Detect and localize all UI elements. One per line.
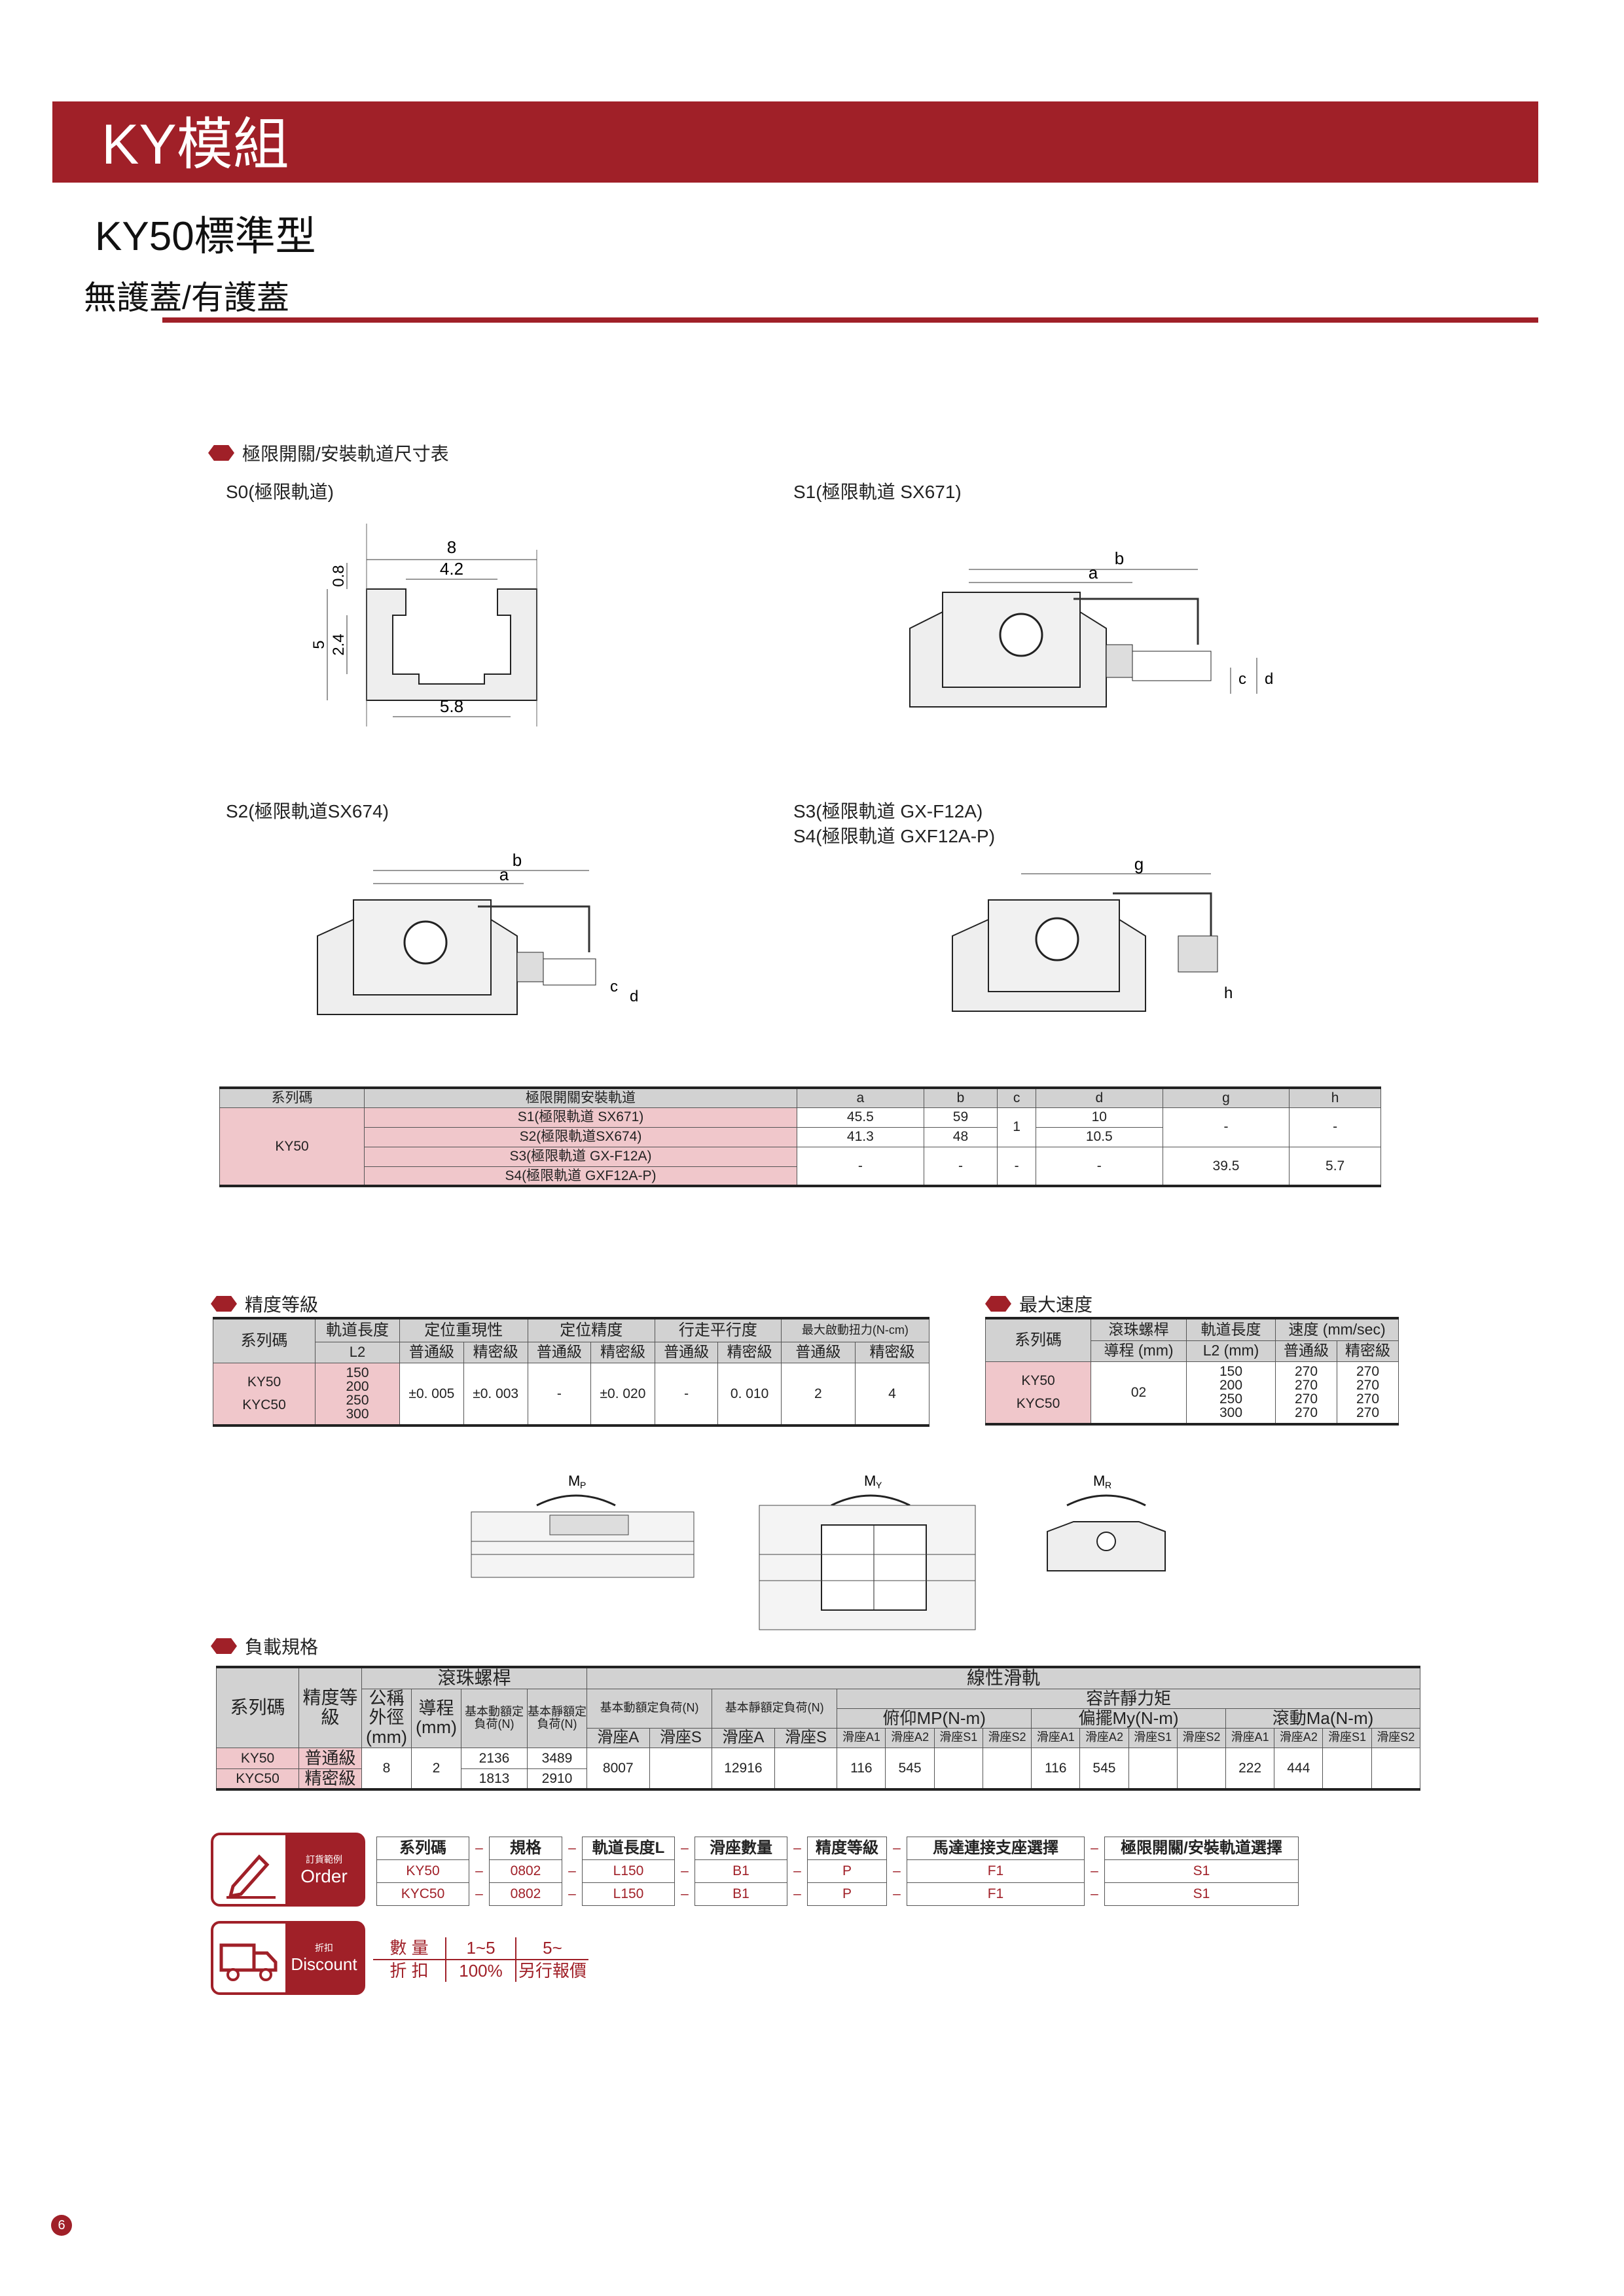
s3-label: S3(極限軌道 GX-F12A) <box>793 801 983 821</box>
svg-text:M: M <box>1093 1473 1105 1489</box>
svg-text:5: 5 <box>310 640 328 649</box>
hexagon-icon <box>211 1638 237 1654</box>
svg-text:g: g <box>1134 854 1144 874</box>
pencil-icon <box>226 1854 276 1899</box>
svg-text:c: c <box>610 978 618 996</box>
svg-text:d: d <box>1265 670 1273 688</box>
s2-label: S2(極限軌道SX674) <box>226 801 389 821</box>
rail-dimension-table: 系列碼 極限開關安裝軌道 a b c d g h KY50 S1(極限軌道 SX… <box>219 1086 1381 1187</box>
hexagon-icon <box>211 1296 237 1312</box>
rail-series-cell: KY50 <box>219 1107 365 1187</box>
svg-text:d: d <box>630 988 638 1005</box>
s0-label: S0(極限軌道) <box>226 482 334 502</box>
svg-text:b: b <box>1115 548 1124 568</box>
accuracy-table: 系列碼 軌道長度 定位重現性 定位精度 行走平行度 最大啟動扭力(N-cm) L… <box>213 1317 930 1427</box>
hexagon-icon <box>208 445 234 461</box>
svg-text:8: 8 <box>447 537 456 557</box>
s2-rail-drawing: b a c d <box>317 850 638 1015</box>
rail-section-title: 極限開關/安裝軌道尺寸表 <box>208 440 449 466</box>
title-banner: KY模組 <box>52 101 1538 183</box>
svg-text:5.8: 5.8 <box>440 696 463 716</box>
svg-text:P: P <box>580 1480 586 1490</box>
accuracy-section-title: 精度等級 <box>211 1291 318 1317</box>
svg-text:a: a <box>499 865 509 884</box>
svg-text:a: a <box>1089 563 1098 583</box>
hexagon-icon <box>985 1296 1011 1312</box>
load-table: 系列碼 精度等級 滾珠螺桿 線性滑軌 公稱外徑(mm) 導程(mm) 基本動額定… <box>216 1665 1421 1791</box>
load-section-title: 負載規格 <box>211 1633 318 1659</box>
svg-text:c: c <box>1238 670 1246 688</box>
s1-label: S1(極限軌道 SX671) <box>793 482 962 502</box>
order-example-table: 系列碼– 規格– 軌道長度L– 滑座數量– 精度等級– 馬達連接支座選擇– 極限… <box>376 1837 1299 1906</box>
s4-label: S4(極限軌道 GXF12A-P) <box>793 826 996 846</box>
header-divider <box>162 317 1538 323</box>
svg-text:M: M <box>864 1473 876 1489</box>
svg-text:h: h <box>1224 984 1233 1002</box>
s1-rail-drawing: b a c d <box>909 548 1273 708</box>
page-number: 6 <box>51 2215 72 2236</box>
page-title: KY模組 <box>101 113 289 176</box>
s0-rail-drawing: 8 4.2 5.8 0.8 2.4 5 <box>310 524 537 726</box>
speed-table: 系列碼 滾珠螺桿 軌道長度 速度 (mm/sec) 導程 (mm) L2 (mm… <box>985 1317 1399 1426</box>
svg-text:2.4: 2.4 <box>330 634 348 655</box>
svg-text:b: b <box>513 850 522 870</box>
svg-text:0.8: 0.8 <box>330 565 348 586</box>
variant-title: 無護蓋/有護蓋 <box>84 279 289 316</box>
svg-text:M: M <box>568 1473 580 1489</box>
speed-section-title: 最大速度 <box>985 1291 1092 1317</box>
svg-text:Y: Y <box>876 1480 882 1490</box>
discount-table: 數 量 1~5 5~ 折 扣 100% 另行報價 <box>373 1937 588 1982</box>
s3-rail-drawing: g h <box>952 854 1233 1012</box>
svg-text:R: R <box>1105 1480 1111 1490</box>
model-title: KY50標準型 <box>95 214 316 259</box>
svg-text:4.2: 4.2 <box>440 559 463 579</box>
truck-icon <box>219 1943 278 1981</box>
